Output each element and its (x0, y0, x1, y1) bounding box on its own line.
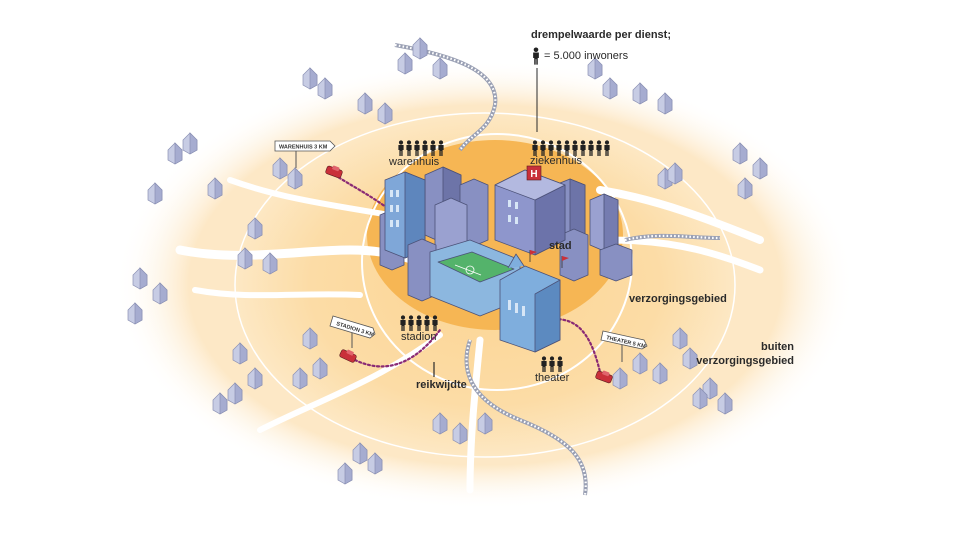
house (732, 142, 748, 165)
house (432, 57, 448, 80)
house (212, 392, 228, 415)
label-reikwijdte: reikwijdte (416, 379, 467, 391)
legend-title: drempelwaarde per dienst; (531, 29, 671, 41)
label-stad: stad (549, 240, 572, 252)
house (612, 367, 628, 390)
railways (394, 43, 721, 496)
house (477, 412, 493, 435)
legend-unit: = 5.000 inwoners (544, 50, 629, 62)
house (152, 282, 168, 305)
label-warenhuis: warenhuis (388, 156, 440, 168)
house (337, 462, 353, 485)
house (182, 132, 198, 155)
house (207, 177, 223, 200)
house (132, 267, 148, 290)
label-verzorgingsgebied: verzorgingsgebied (629, 293, 727, 305)
building-windows (390, 190, 525, 316)
house (412, 37, 428, 60)
house (377, 102, 393, 125)
house (232, 342, 248, 365)
house (227, 382, 243, 405)
house (127, 302, 143, 325)
house (717, 392, 733, 415)
house (667, 162, 683, 185)
sign-warenhuis: WARENHUIS 3 KM (274, 140, 336, 168)
house (312, 357, 328, 380)
house (632, 352, 648, 375)
house (237, 247, 253, 270)
car-theater (595, 370, 613, 384)
label-ziekenhuis: ziekenhuis (530, 155, 582, 167)
hospital-h-sign (526, 165, 542, 181)
suburb-houses (127, 37, 768, 485)
house (737, 177, 753, 200)
house (167, 142, 183, 165)
house (692, 387, 708, 410)
house (397, 52, 413, 75)
house (292, 367, 308, 390)
house (357, 92, 373, 115)
label-buiten-line1: buiten (761, 341, 794, 353)
house (287, 167, 303, 190)
house (587, 57, 603, 80)
house (367, 452, 383, 475)
car-stadion (339, 349, 357, 363)
label-theater: theater (535, 372, 570, 384)
label-stadion: stadion (401, 331, 436, 343)
house (702, 377, 718, 400)
house (452, 422, 468, 445)
label-buiten-line2: verzorgingsgebied (696, 355, 794, 367)
house (302, 327, 318, 350)
theater-flags (529, 250, 569, 268)
house (272, 157, 288, 180)
house (682, 347, 698, 370)
service-area-ring (234, 112, 736, 458)
house (657, 92, 673, 115)
house (752, 157, 768, 180)
sign-warenhuis-text: WARENHUIS 3 KM (279, 145, 328, 151)
house (247, 367, 263, 390)
house (247, 217, 263, 240)
car-warenhuis (325, 165, 343, 179)
house (302, 67, 318, 90)
city-buildings (379, 166, 633, 353)
house (432, 412, 448, 435)
house (317, 77, 333, 100)
house (352, 442, 368, 465)
house (602, 77, 618, 100)
house (262, 252, 278, 275)
house (632, 82, 648, 105)
house (147, 182, 163, 205)
svg-text:H: H (530, 169, 537, 180)
house (652, 362, 668, 385)
house (672, 327, 688, 350)
